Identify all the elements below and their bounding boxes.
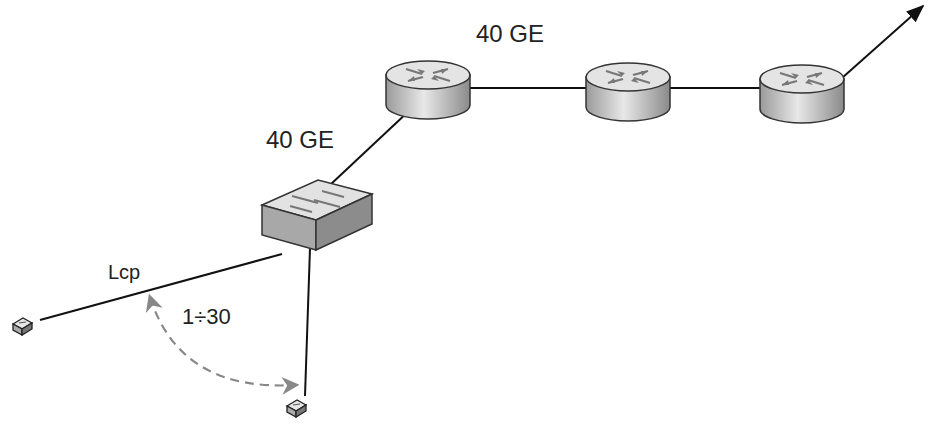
router-icon — [760, 65, 844, 123]
terminal-icon — [13, 318, 32, 335]
terminal-icon — [287, 400, 306, 417]
router-icon — [386, 61, 470, 119]
link-speed: 40 GE — [476, 22, 544, 46]
switch-icon — [262, 180, 372, 250]
router-icon — [586, 63, 670, 121]
line-length: Lcp — [108, 262, 140, 282]
link-speed: 40 GE — [266, 128, 334, 152]
range-label: 1÷30 — [182, 306, 231, 328]
range-arc — [150, 297, 296, 385]
